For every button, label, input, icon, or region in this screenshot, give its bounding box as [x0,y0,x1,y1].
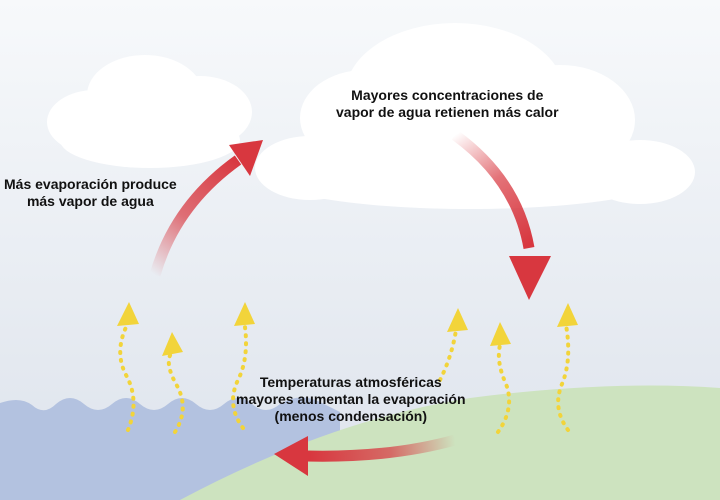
vapor-arrowheads-water [117,302,255,356]
label-temperature-line2: mayores aumentan la evaporación [236,391,466,407]
vapor-arrow-icon [166,350,185,434]
label-temperature-line3: (menos condensación) [274,408,427,424]
label-temperature: Temperaturas atmosféricas mayores aument… [236,374,466,425]
label-evaporation-line1: Más evaporación produce [4,176,177,192]
cycle-arrow-right-icon [451,130,551,300]
cloud-right [255,23,695,209]
cycle-arrow-left-icon [149,140,263,277]
label-concentration: Mayores concentraciones de vapor de agua… [336,87,559,121]
label-concentration-line2: vapor de agua retienen más calor [336,104,559,120]
vapor-arrow-icon [496,343,512,434]
vapor-arrowheads-land [447,303,578,346]
vapor-arrow-icon [438,328,458,382]
label-concentration-line1: Mayores concentraciones de [351,87,544,103]
label-evaporation: Más evaporación produce más vapor de agu… [4,176,177,210]
label-evaporation-line2: más vapor de agua [26,193,154,209]
vapor-arrows-water [118,318,248,434]
vapor-arrow-icon [118,323,136,432]
cloud-left [47,55,252,168]
label-temperature-line1: Temperaturas atmosféricas [259,374,442,390]
vapor-arrow-icon [231,318,248,430]
cycle-arrow-bottom-icon [274,434,457,476]
vapor-arrow-icon [556,323,571,432]
vapor-arrows-land [438,323,571,434]
